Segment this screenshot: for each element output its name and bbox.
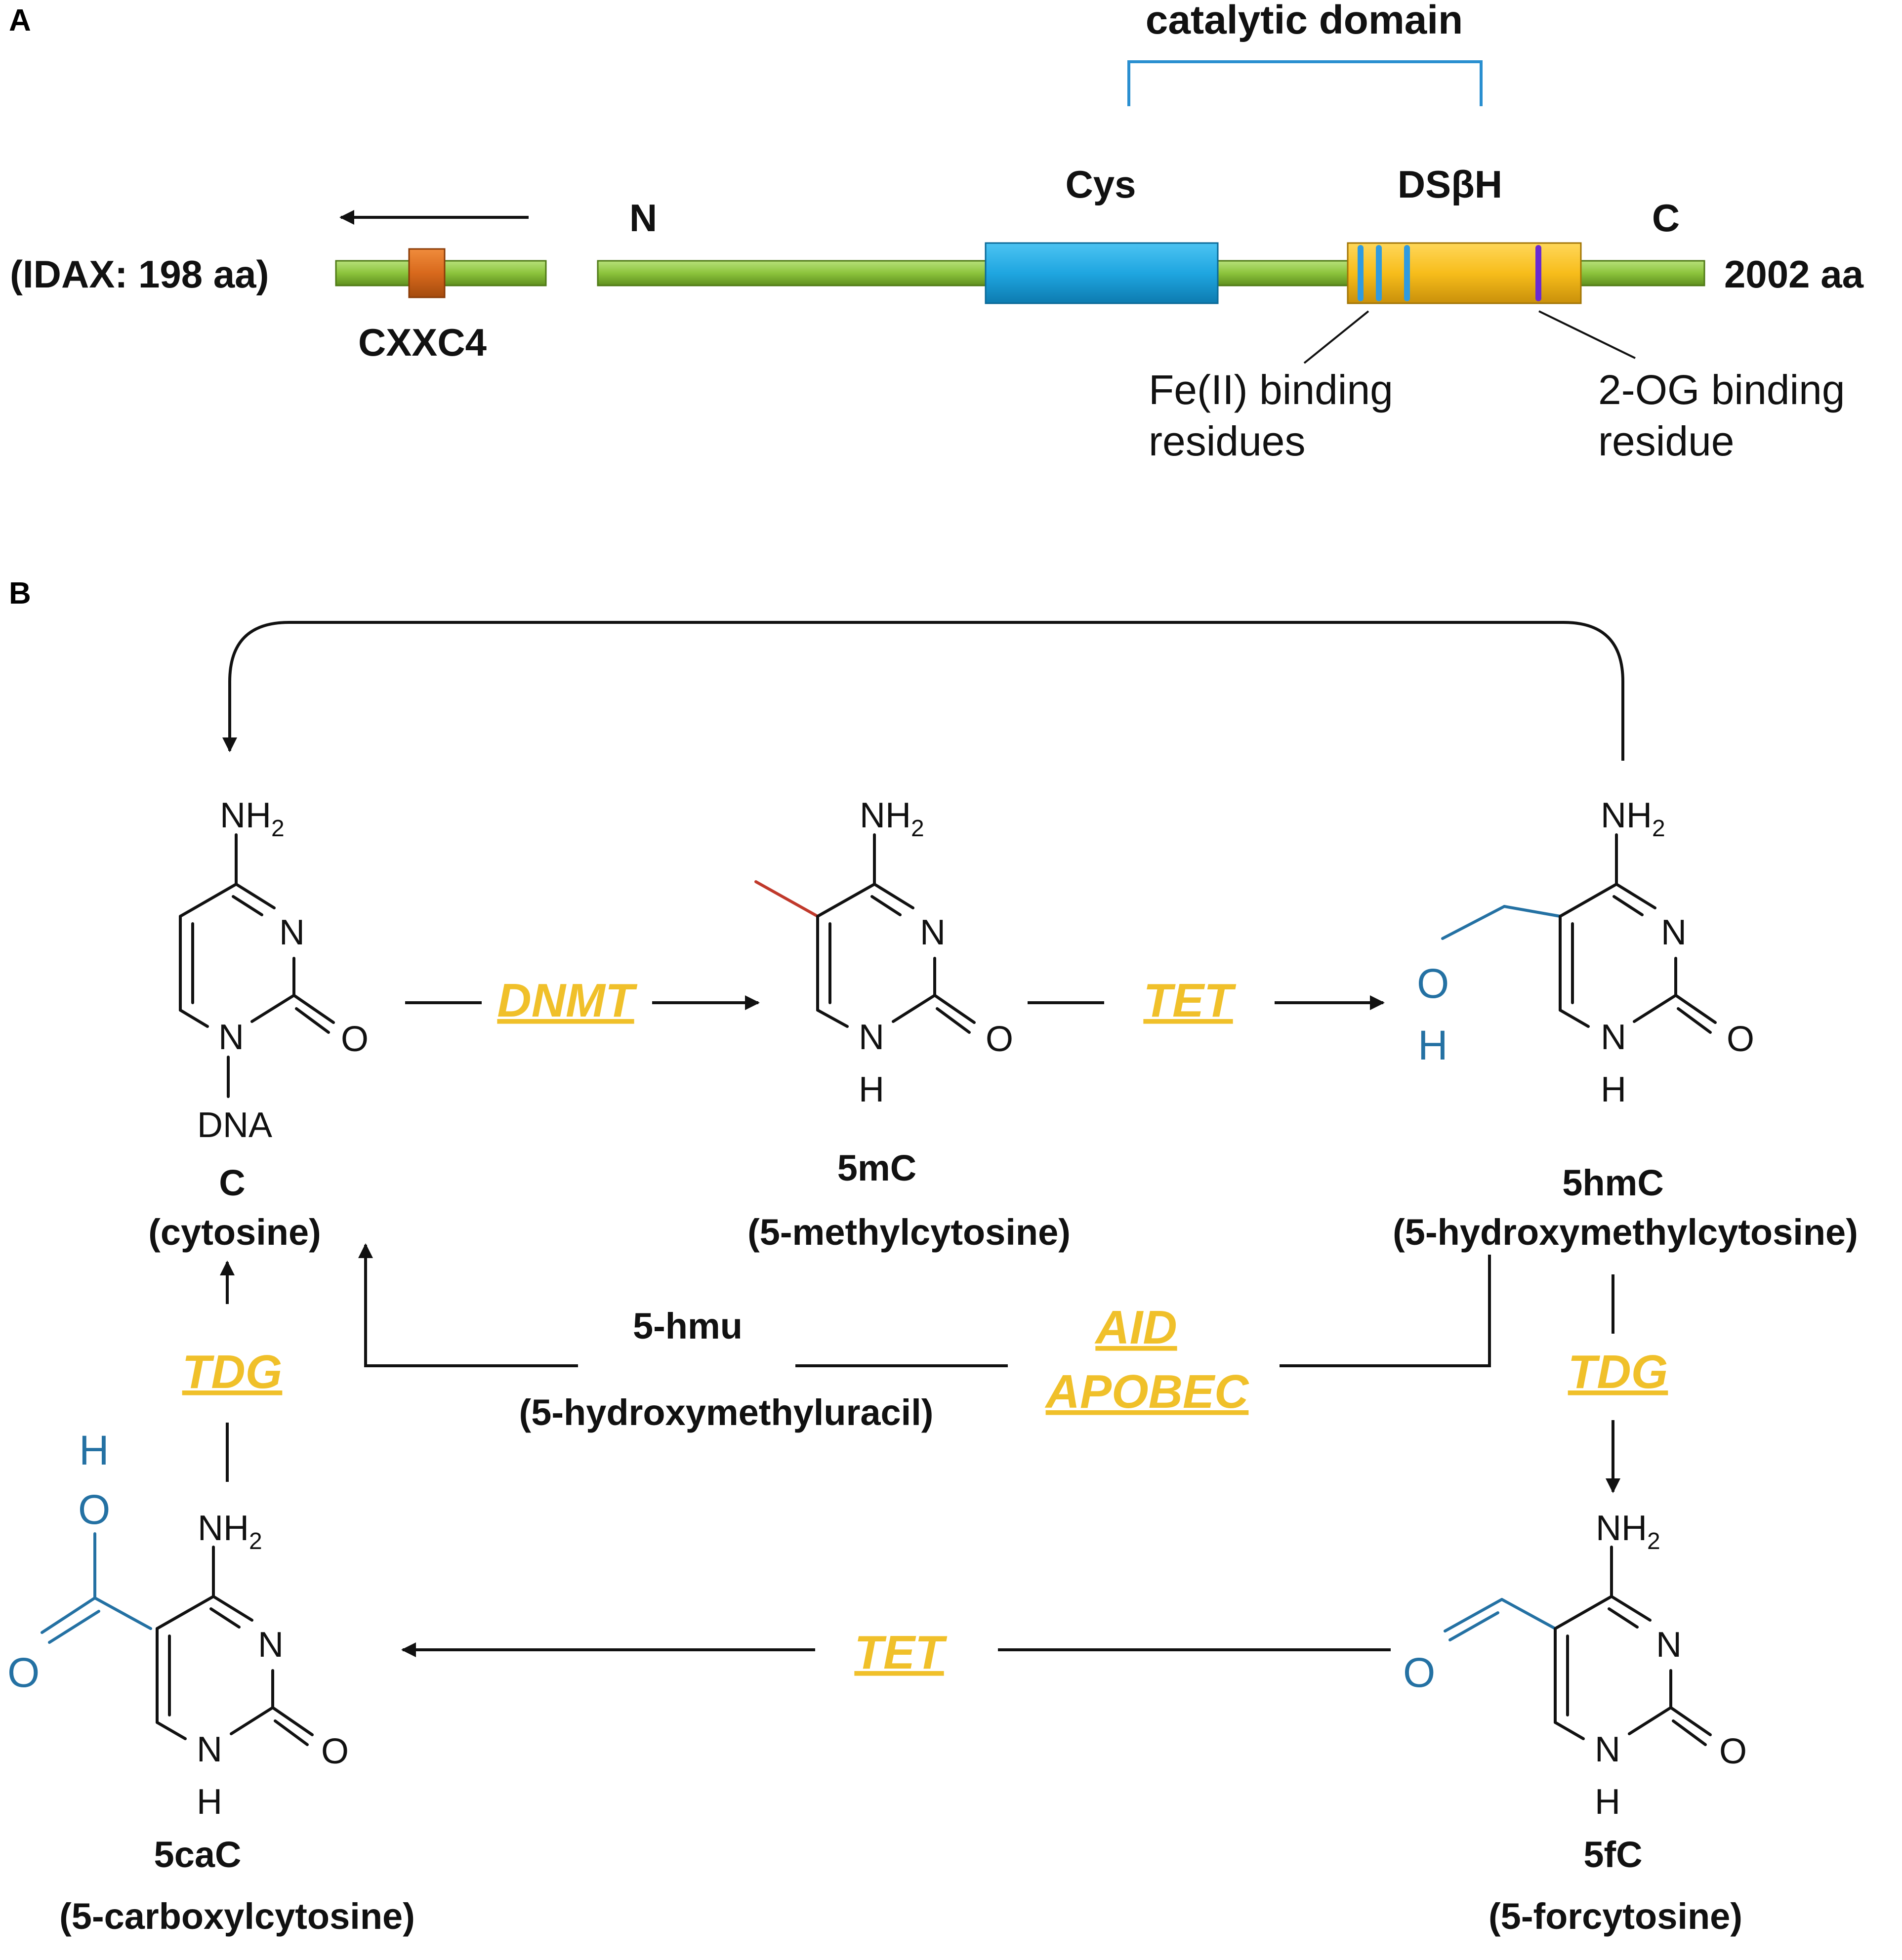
5cac-name: (5-carboxylcytosine) [59,1896,415,1937]
nh2-group: NH2 [198,1509,262,1554]
5hmu-name: (5-hydroxymethyluracil) [519,1392,934,1433]
aid-enzyme: AID [1094,1301,1177,1354]
panel-a-label: A [9,3,31,38]
og-binding-line2: residue [1598,418,1735,464]
carboxyl-oh-atom: O [78,1486,110,1533]
hydroxyl-o-atom: O [1417,960,1449,1007]
tdg-enzyme-1: TDG [182,1346,283,1398]
hydroxymethyl-bond-1 [1503,905,1562,918]
nh2-group: NH2 [1601,796,1665,842]
panel-b-label: B [9,576,31,611]
n1-atom: N [197,1730,222,1769]
h1-atom: H [1601,1070,1626,1109]
h1-atom: H [859,1070,884,1109]
5mc-structure: NH2 N N O H [754,796,1013,1109]
cxxc4-domain [408,248,446,298]
n3-atom: N [279,913,305,952]
cys-domain [985,242,1219,304]
n3-atom: N [258,1625,284,1665]
n1-atom: N [218,1018,244,1057]
carboxyl-bond-4 [48,1610,100,1644]
o2-atom: O [1727,1020,1754,1059]
formyl-bond-1 [1500,1598,1557,1630]
5fc-abbr: 5fC [1583,1834,1642,1875]
n1-atom: N [859,1018,884,1057]
formyl-o-atom: O [1403,1649,1435,1696]
formyl-bond-3 [1448,1611,1499,1641]
5cac-abbr: 5caC [154,1834,242,1875]
n3-atom: N [1656,1625,1682,1665]
dna-label: DNA [197,1105,272,1145]
cys-label: Cys [1065,163,1136,206]
5hmc-abbr: 5hmC [1562,1162,1664,1203]
h1-atom: H [197,1782,222,1822]
formyl-bond-2 [1444,1598,1503,1633]
5mc-name: (5-methylcytosine) [747,1212,1071,1253]
5fc-structure: NH2 O N N O H [1403,1509,1747,1822]
carboxyl-o-atom: O [7,1649,40,1696]
5hmu-abbr: 5-hmu [633,1306,743,1347]
5mc-abbr: 5mC [837,1147,916,1188]
idax-label: (IDAX: 198 aa) [10,252,269,296]
hydroxyl-h-atom: H [1418,1022,1448,1068]
o2-atom: O [321,1732,349,1771]
o2-atom: O [986,1020,1013,1059]
o2-atom: O [341,1020,369,1059]
fe-binding-line1: Fe(II) binding [1149,367,1393,413]
top-return-arrow [222,621,1624,761]
nh2-group: NH2 [1596,1509,1660,1554]
length-label: 2002 aa [1724,252,1864,296]
apobec-enzyme: APOBEC [1045,1365,1249,1418]
cytosine-structure: NH2 N N O DNA [179,796,369,1145]
5cac-structure: H O O NH2 N N O H [7,1427,349,1822]
n1-atom: N [1595,1730,1620,1769]
5fc-name: (5-forcytosine) [1489,1896,1742,1937]
tdg-enzyme-2: TDG [1568,1346,1668,1398]
fe-callout-line [1303,310,1369,364]
n-terminus-label: N [629,196,657,240]
carboxyl-bond-2 [93,1596,152,1630]
nh2-group: NH2 [860,796,924,842]
o2-atom: O [1719,1732,1747,1771]
fe-binding-stripe-3 [1404,245,1410,301]
carboxyl-h-atom: H [79,1427,109,1473]
aid-path-right [1280,1255,1491,1367]
catalytic-domain-label: catalytic domain [1146,0,1463,42]
carboxyl-bond-3 [41,1596,96,1634]
hydroxymethyl-bond-2 [1441,905,1506,940]
n1-atom: N [1601,1018,1626,1057]
dsbh-domain [1347,242,1582,304]
cytosine-name: (cytosine) [148,1212,321,1253]
dsbh-label: DSβH [1398,163,1502,206]
fe-binding-stripe-2 [1376,245,1382,301]
og-binding-line1: 2-OG binding [1598,367,1845,413]
tet-enzyme-1: TET [1143,974,1237,1027]
fe-binding-stripe-1 [1358,245,1364,301]
fe-binding-line2: residues [1149,418,1306,464]
dnmt-enzyme: DNMT [497,974,638,1027]
5hmc-structure: NH2 O H N N O H [1417,796,1754,1109]
n3-atom: N [1661,913,1687,952]
og-callout-line [1538,310,1636,359]
catalytic-domain-bracket [1127,60,1483,106]
nh2-group: NH2 [220,796,285,842]
cytosine-abbr: C [219,1162,245,1203]
methyl-bond [754,880,819,918]
h1-atom: H [1595,1782,1620,1822]
5hmc-name: (5-hydroxymethylcytosine) [1393,1212,1858,1253]
cxxc4-label: CXXC4 [358,321,487,364]
aid-path-left [358,1243,578,1367]
n3-atom: N [920,913,946,952]
og-binding-stripe [1535,245,1541,301]
c-terminus-label: C [1652,196,1680,240]
tet-enzyme-2: TET [854,1626,948,1679]
